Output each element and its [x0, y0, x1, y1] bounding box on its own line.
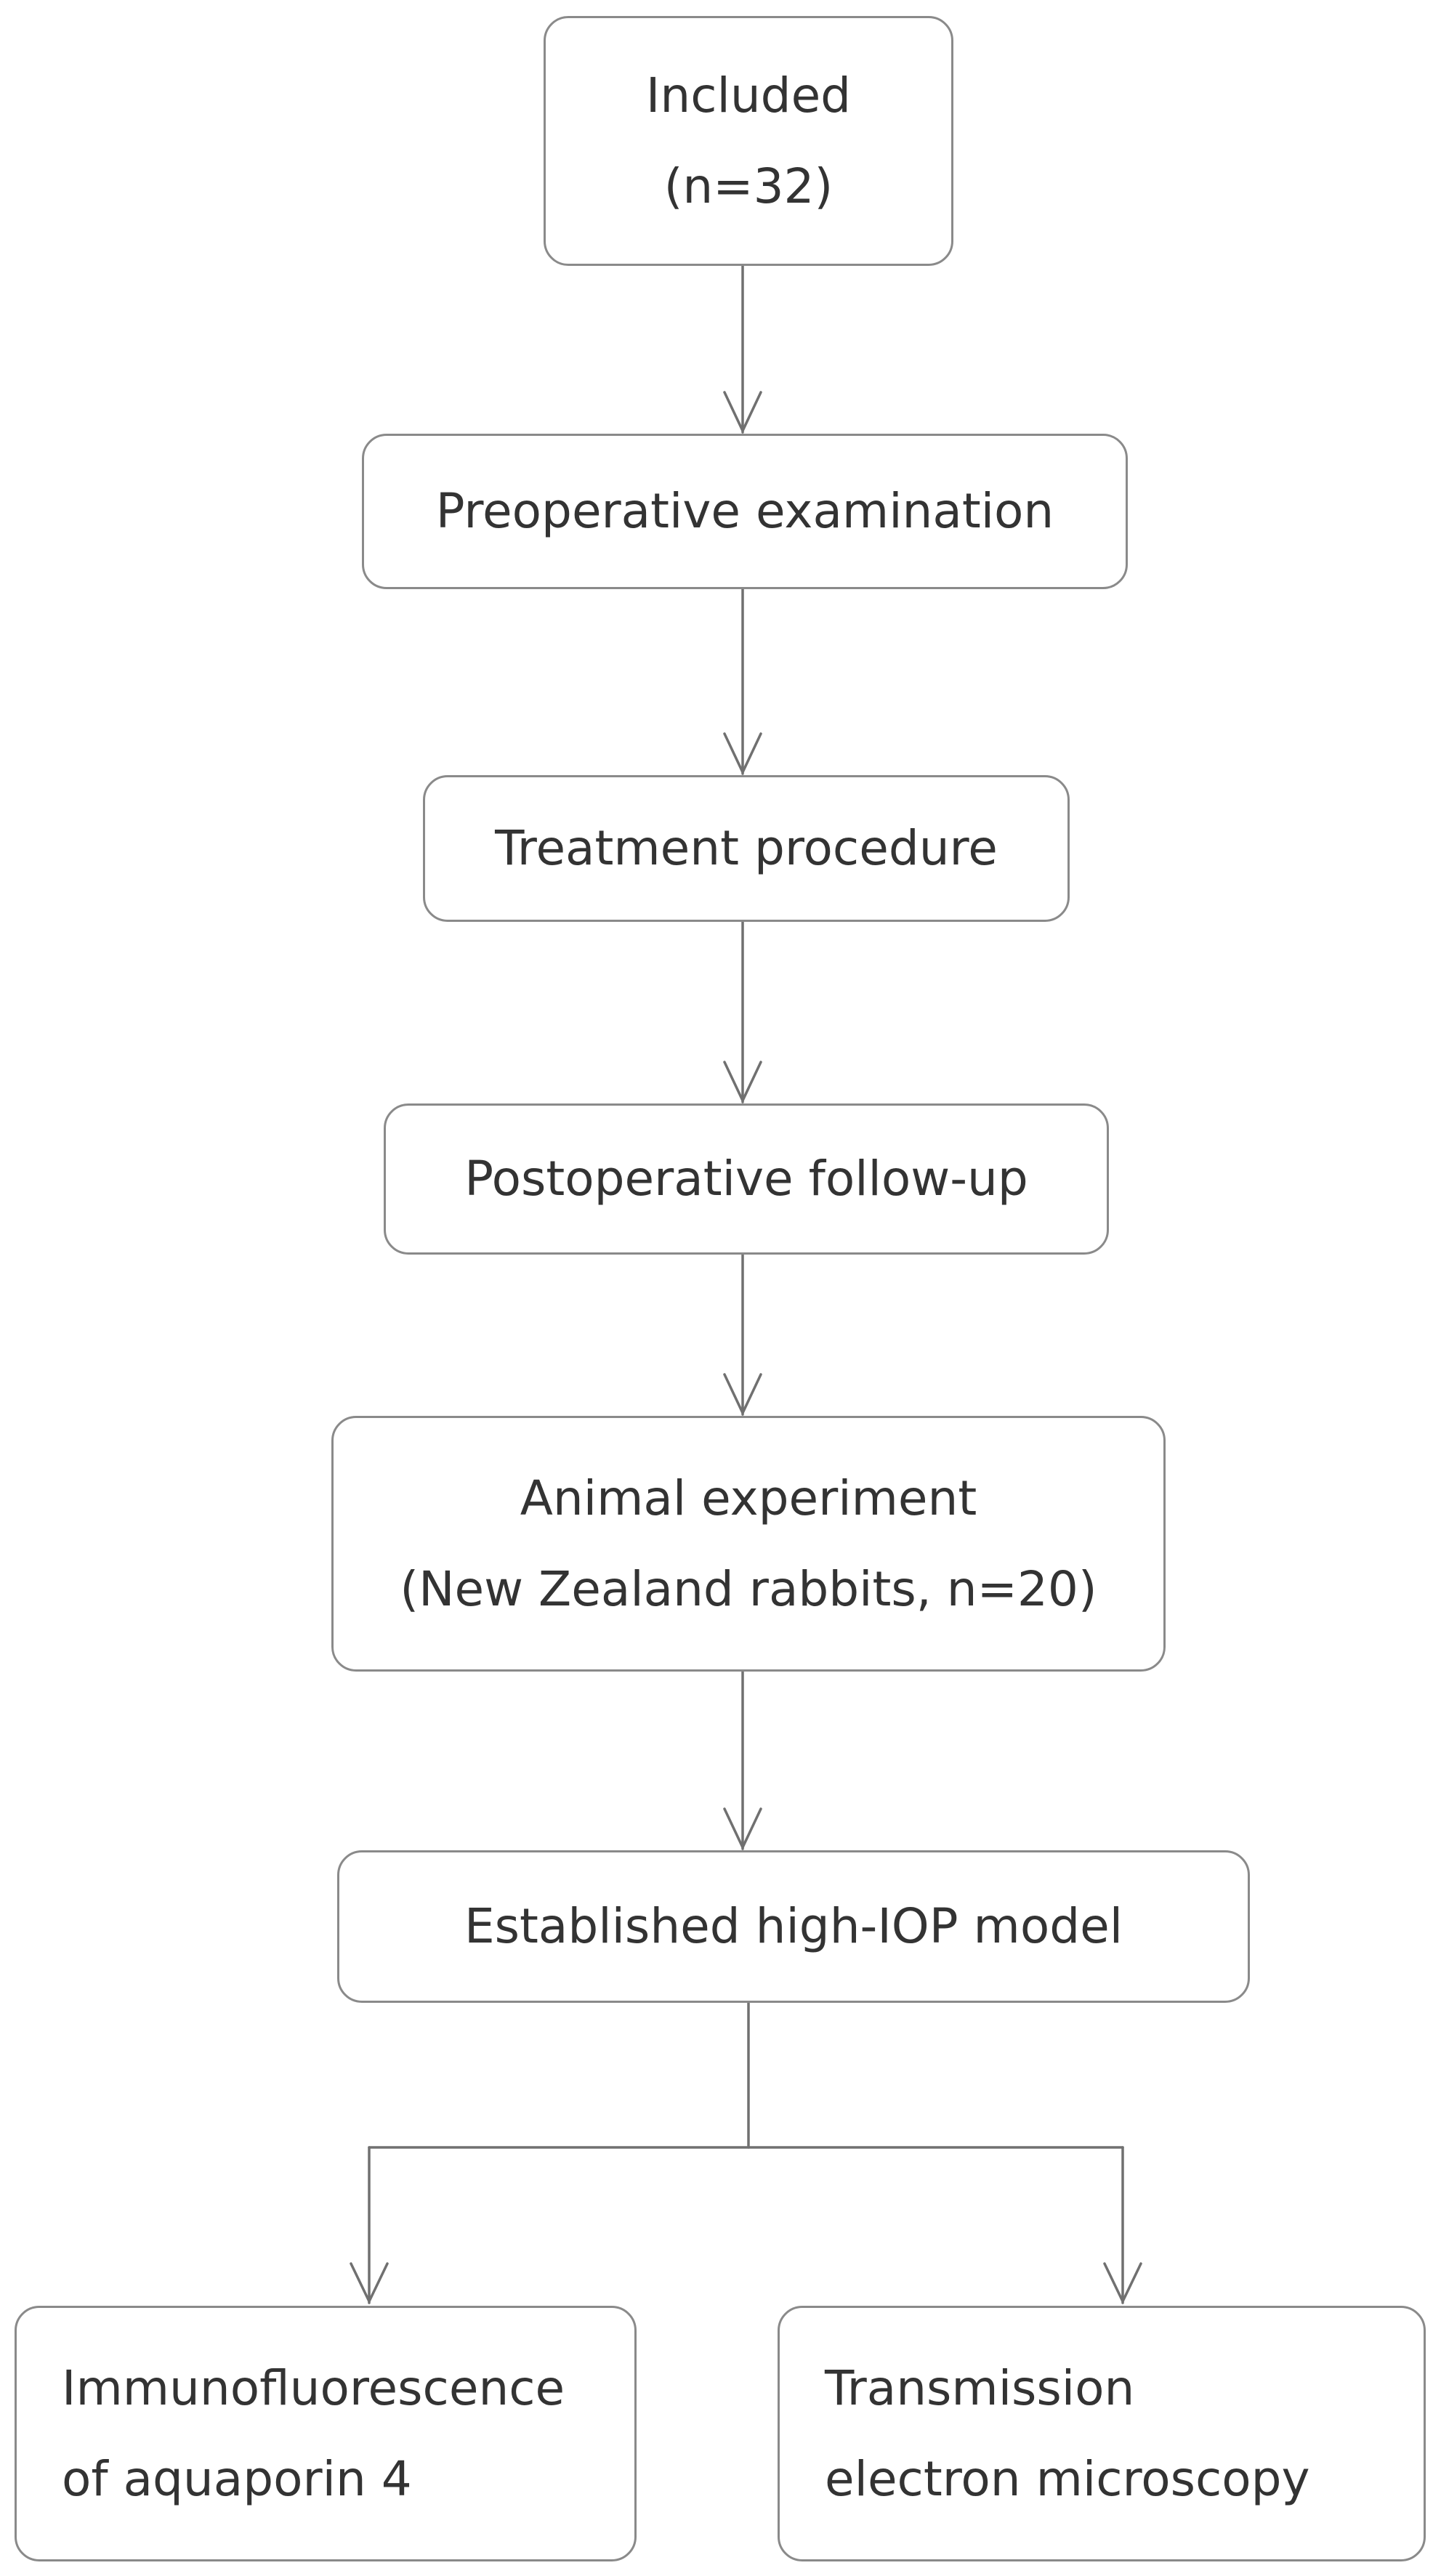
node-immunofluorescence: Immunofluorescence of aquaporin 4	[15, 2306, 637, 2561]
arrowhead-animal	[723, 1373, 762, 1417]
node-animal-experiment-line-2: (New Zealand rabbits, n=20)	[400, 1561, 1097, 1617]
arrowhead-immunofluorescence	[350, 2262, 389, 2305]
node-treatment-procedure-label: Treatment procedure	[495, 820, 998, 877]
node-preoperative-examination: Preoperative examination	[362, 434, 1128, 589]
arrowhead-preoperative	[723, 391, 762, 434]
arrowhead-treatment	[723, 732, 762, 776]
node-transmission-electron-microscopy: Transmission electron microscopy	[778, 2306, 1426, 2561]
node-established-model: Established high-IOP model	[337, 1850, 1250, 2003]
node-included: Included (n=32)	[544, 16, 953, 266]
arrowhead-model	[723, 1807, 762, 1851]
node-immunofluorescence-line-1: Immunofluorescence	[62, 2360, 565, 2416]
node-tem-line-2: electron microscopy	[825, 2451, 1310, 2507]
node-animal-experiment: Animal experiment (New Zealand rabbits, …	[331, 1416, 1166, 1672]
node-included-line-1: Included	[645, 67, 852, 123]
node-preoperative-examination-label: Preoperative examination	[435, 483, 1054, 540]
node-immunofluorescence-line-2: of aquaporin 4	[62, 2451, 412, 2507]
node-established-model-label: Established high-IOP model	[464, 1898, 1123, 1955]
node-animal-experiment-line-1: Animal experiment	[520, 1470, 977, 1526]
arrowhead-tem	[1103, 2262, 1142, 2305]
arrowhead-postoperative	[723, 1061, 762, 1104]
node-treatment-procedure: Treatment procedure	[423, 775, 1070, 922]
node-postoperative-follow-up-label: Postoperative follow-up	[464, 1151, 1028, 1207]
node-tem-line-1: Transmission	[825, 2360, 1135, 2416]
node-included-line-2: (n=32)	[663, 158, 833, 214]
node-postoperative-follow-up: Postoperative follow-up	[384, 1103, 1109, 1255]
